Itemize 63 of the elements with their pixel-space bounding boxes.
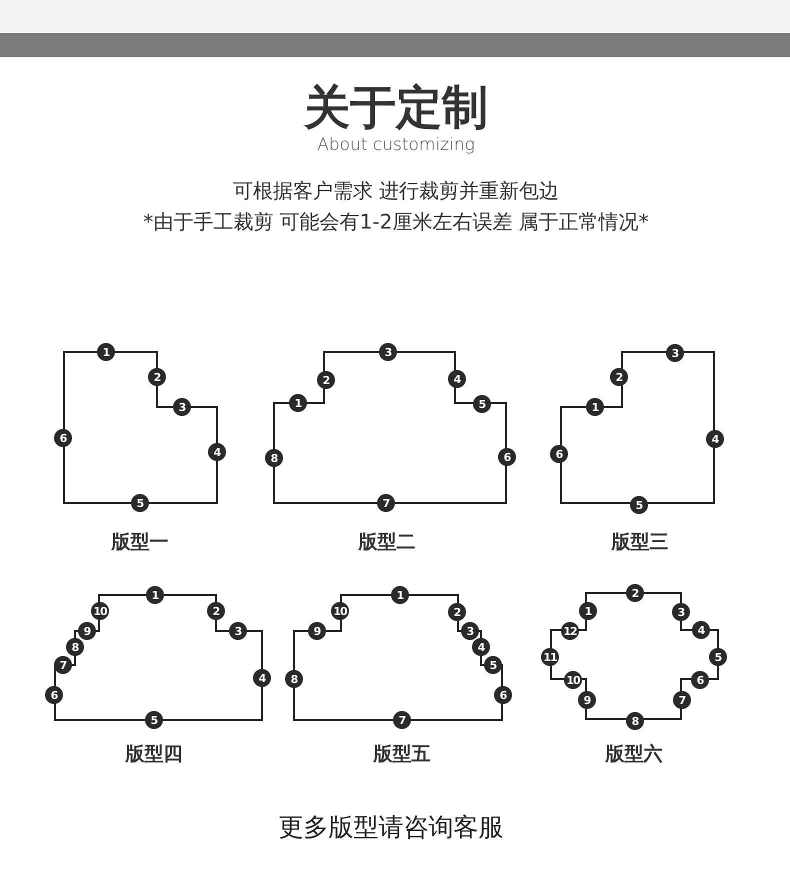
callout-number: 1 [586, 398, 604, 416]
callout-number: 6 [54, 429, 72, 447]
callout-number: 2 [448, 603, 466, 621]
callout-number: 5 [709, 648, 727, 666]
callout-number: 3 [666, 344, 684, 362]
callout-number: 2 [207, 602, 225, 620]
callout-number: 3 [461, 622, 479, 640]
callout-number: 5 [145, 711, 163, 729]
callout-number: 6 [45, 686, 63, 704]
callout-number: 4 [448, 370, 466, 388]
caption: 版型四 [126, 742, 182, 767]
callout-number: 2 [626, 584, 644, 602]
callout-number: 8 [285, 670, 303, 688]
title: 关于定制 [304, 79, 488, 136]
callout-number: 4 [253, 669, 271, 687]
subtitle: About customizing [317, 135, 475, 155]
callout-number: 9 [308, 622, 326, 640]
callout-number: 5 [473, 395, 491, 413]
callout-number: 11 [541, 648, 559, 666]
callout-number: 8 [265, 449, 283, 467]
caption: 版型五 [374, 742, 430, 767]
callout-number: 6 [550, 445, 568, 463]
caption: 版型三 [612, 530, 668, 555]
callout-number: 1 [97, 343, 115, 361]
note-text: *由于手工裁剪 可能会有1-2厘米左右误差 属于正常情况* [143, 208, 649, 236]
callout-number: 7 [377, 494, 395, 512]
callout-number: 10 [331, 602, 349, 620]
callout-number: 10 [91, 602, 109, 620]
callout-number: 3 [672, 603, 690, 621]
callout-number: 6 [691, 671, 709, 689]
callout-number: 2 [148, 368, 166, 386]
callout-number: 4 [706, 430, 724, 448]
caption: 版型一 [112, 530, 168, 555]
callout-number: 1 [579, 602, 597, 620]
callout-number: 3 [173, 398, 191, 416]
footer-text: 更多版型请咨询客服 [278, 812, 504, 844]
callout-number: 2 [610, 368, 628, 386]
caption: 版型二 [358, 530, 416, 555]
callout-number: 8 [626, 712, 644, 730]
callout-number: 9 [78, 622, 96, 640]
callout-number: 5 [131, 494, 149, 512]
callout-number: 7 [393, 711, 411, 729]
note-text: 可根据客户需求 进行裁剪并重新包边 [232, 178, 560, 204]
callout-number: 5 [630, 496, 648, 514]
callout-number: 2 [317, 371, 335, 389]
caption: 版型六 [606, 742, 662, 767]
callout-number: 4 [692, 621, 710, 639]
callout-number: 9 [578, 691, 596, 709]
callout-number: 1 [391, 586, 409, 604]
callout-number: 4 [472, 638, 490, 656]
callout-number: 6 [494, 686, 512, 704]
callout-number: 3 [229, 622, 247, 640]
callout-number: 7 [673, 691, 691, 709]
callout-number: 1 [146, 586, 164, 604]
callout-number: 6 [498, 448, 516, 466]
callout-number: 1 [289, 394, 307, 412]
callout-number: 7 [54, 656, 72, 674]
callout-number: 10 [564, 671, 582, 689]
callout-number: 3 [379, 343, 397, 361]
callout-number: 5 [484, 656, 502, 674]
callout-number: 12 [561, 622, 579, 640]
callout-number: 8 [66, 638, 84, 656]
callout-number: 4 [208, 443, 226, 461]
